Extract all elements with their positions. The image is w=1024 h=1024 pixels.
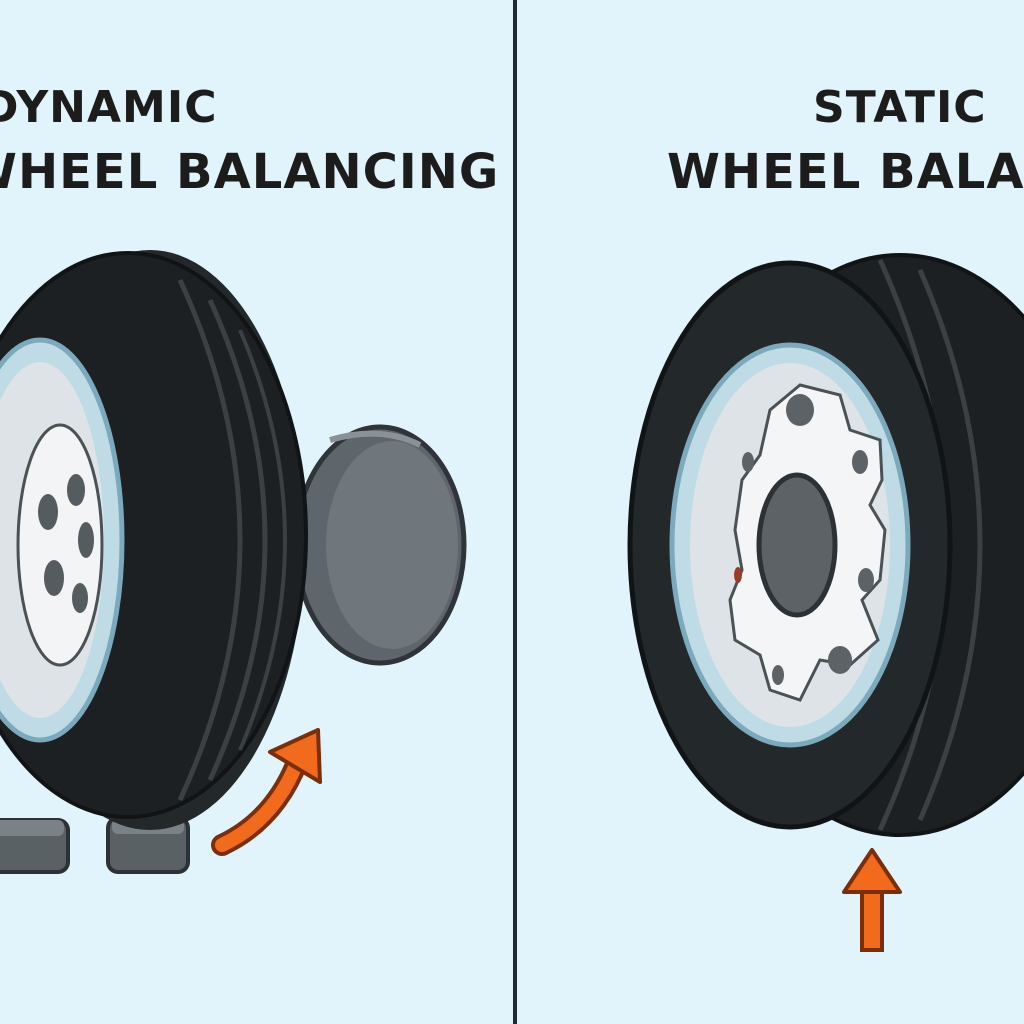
curved-arrow-icon [211,728,322,856]
static-tire [627,253,1024,837]
static-title-line2: WHEEL BALANCING [667,144,1024,200]
panel-divider [513,0,517,1024]
dynamic-title-line2: WHEEL BALANCING [0,144,500,200]
dynamic-balancing-panel: DYNAMIC WHEEL BALANCING [0,82,500,874]
static-wheel-illustration [627,253,1024,952]
dynamic-tire [0,250,308,830]
dynamic-wheel-illustration [0,250,467,874]
static-title-line1: STATIC [813,82,987,133]
dynamic-title-line1: DYNAMIC [0,82,218,133]
static-balancing-panel: STATIC WHEEL BALANCING [517,0,1024,1024]
up-arrow-icon [842,848,902,952]
balancer-spindle [274,424,467,666]
